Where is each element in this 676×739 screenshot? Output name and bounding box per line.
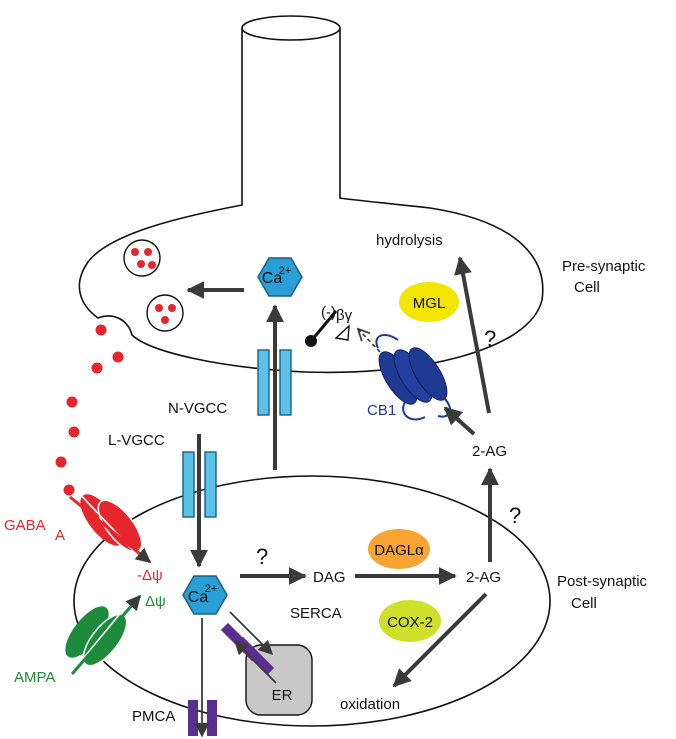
axon-top-opening: [241, 15, 341, 41]
cox2-label: COX-2: [387, 614, 433, 631]
gaba-a-receptor: [75, 489, 143, 559]
post-synaptic-label-line2: Cell: [571, 595, 597, 612]
arrow-ampa-flow: [70, 594, 142, 675]
arrow-2ag-to-cb1: [443, 406, 476, 436]
ca-pre-label: Ca: [262, 270, 283, 287]
cb1-label: CB1: [367, 402, 396, 419]
hydrolysis-label: hydrolysis: [376, 232, 443, 249]
serca-label: SERCA: [290, 605, 342, 622]
vesicle-upper: [123, 239, 161, 277]
arrow-gaba-flow: [69, 495, 152, 564]
mgl-label: MGL: [413, 295, 446, 312]
arrow-2ag-to-hydrolysis: [454, 256, 491, 414]
gaba-subscript: A: [55, 527, 65, 544]
oxidation-label: oxidation: [340, 696, 400, 713]
ca-post-charge: 2+: [205, 583, 218, 595]
er-label: ER: [272, 687, 293, 704]
inhibition-line: [310, 310, 338, 341]
ca-ion-post: Ca 2+: [182, 575, 228, 615]
question-mark-transport: ?: [509, 503, 521, 528]
pre-synaptic-label-line2: Cell: [574, 279, 600, 296]
post-synaptic-membrane: [73, 475, 551, 727]
ca-pre-charge: 2+: [279, 265, 292, 277]
ampa-receptor: [65, 603, 129, 673]
minus-delta-psi-label: -Δψ: [137, 567, 163, 584]
mgl-enzyme: [399, 282, 459, 322]
beta-gamma-triangle: [334, 324, 350, 341]
vesicle-lower: [146, 294, 184, 332]
dag-label: DAG: [313, 569, 346, 586]
l-vgcc-label: L-VGCC: [108, 432, 165, 449]
delta-psi-label: Δψ: [145, 593, 166, 610]
l-vgcc-channel: [182, 451, 217, 518]
question-mark-hydrolysis: ?: [484, 326, 496, 351]
arrow-cb1-to-betagamma: [359, 330, 381, 353]
ca-ion-pre: Ca 2+: [257, 257, 303, 297]
cb1-receptor: [375, 333, 451, 421]
inhibition-end: [305, 335, 317, 347]
inhibition-label: (-): [321, 304, 336, 321]
gaba-label: GABA: [4, 517, 46, 534]
pre-synaptic-label-line1: Pre-synaptic: [562, 258, 646, 275]
post-synaptic-label-line1: Post-synaptic: [557, 573, 648, 590]
pmca-pump: [188, 700, 217, 736]
released-neurotransmitter: [55, 324, 124, 496]
arrow-er-to-ca: [233, 639, 277, 684]
two-ag-upper-label: 2-AG: [472, 443, 507, 460]
pmca-label: PMCA: [132, 708, 175, 725]
dagl-enzyme: [368, 529, 430, 569]
n-vgcc-label: N-VGCC: [168, 400, 227, 417]
arrow-ca-into-er: [229, 611, 274, 656]
ca-post-label: Ca: [188, 589, 209, 606]
beta-gamma-label: βγ: [336, 307, 353, 324]
n-vgcc-channel: [257, 349, 292, 416]
dagl-label: DAGLα: [374, 542, 424, 559]
cox2-enzyme: [379, 600, 441, 642]
arrow-2ag-to-oxidation: [392, 592, 488, 688]
two-ag-lower-label: 2-AG: [466, 569, 501, 586]
question-mark-dag: ?: [256, 544, 268, 569]
ampa-label: AMPA: [14, 669, 55, 686]
